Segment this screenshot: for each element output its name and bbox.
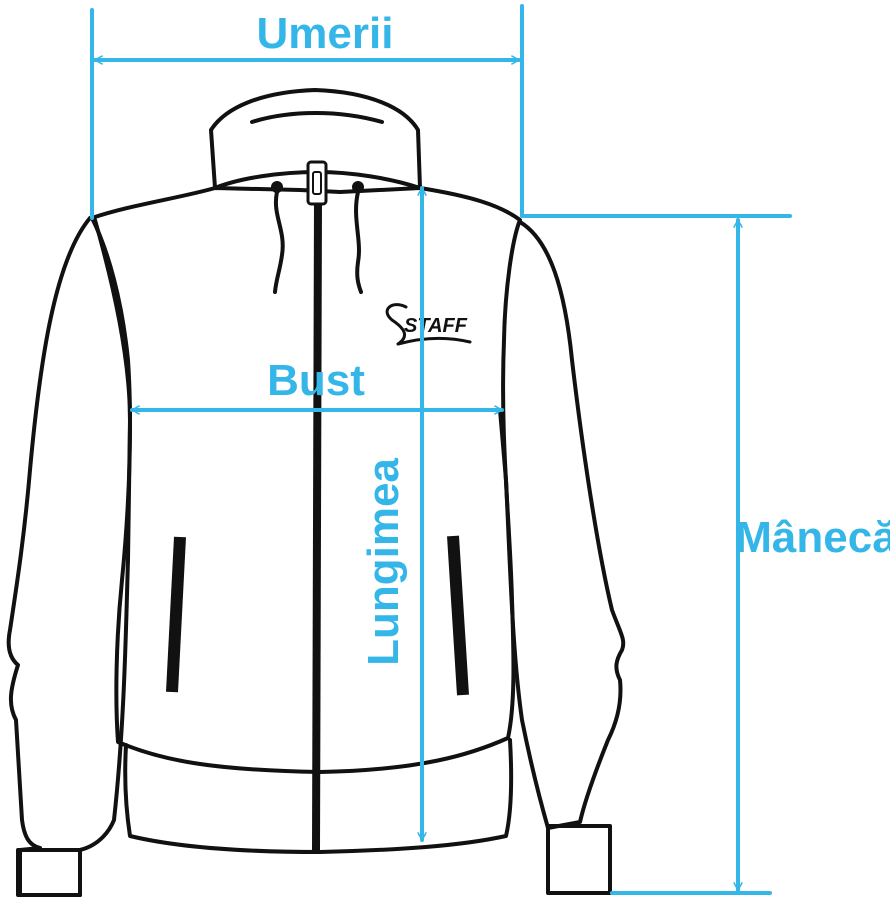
drawstring-right	[354, 190, 363, 294]
left-pocket	[166, 536, 186, 693]
left-cuff	[16, 848, 82, 897]
jacket-outline: STAFF	[6, 88, 626, 897]
brand-logo-text: STAFF	[404, 315, 468, 337]
collar-inner-fold	[250, 111, 384, 124]
jacket-body	[90, 186, 522, 774]
right-cuff	[546, 824, 612, 895]
sleeve-label: Mânecă	[735, 513, 890, 562]
measurements: Umerii Bust Lungimea Mânecă	[90, 4, 890, 895]
zipper-pull	[306, 160, 328, 206]
zipper	[312, 199, 322, 851]
brand-logo: STAFF	[385, 303, 472, 346]
right-sleeve	[498, 220, 626, 830]
length-label: Lungimea	[359, 458, 408, 666]
drawstring-eyelet-left	[271, 181, 283, 193]
shoulders-label: Umerii	[257, 9, 394, 58]
waistband	[123, 738, 514, 854]
left-sleeve	[6, 216, 132, 897]
drawstring-eyelet-right	[352, 181, 364, 193]
drawstring-left	[273, 190, 285, 294]
right-pocket	[447, 535, 469, 696]
collar	[209, 88, 422, 190]
bust-label: Bust	[267, 356, 365, 405]
